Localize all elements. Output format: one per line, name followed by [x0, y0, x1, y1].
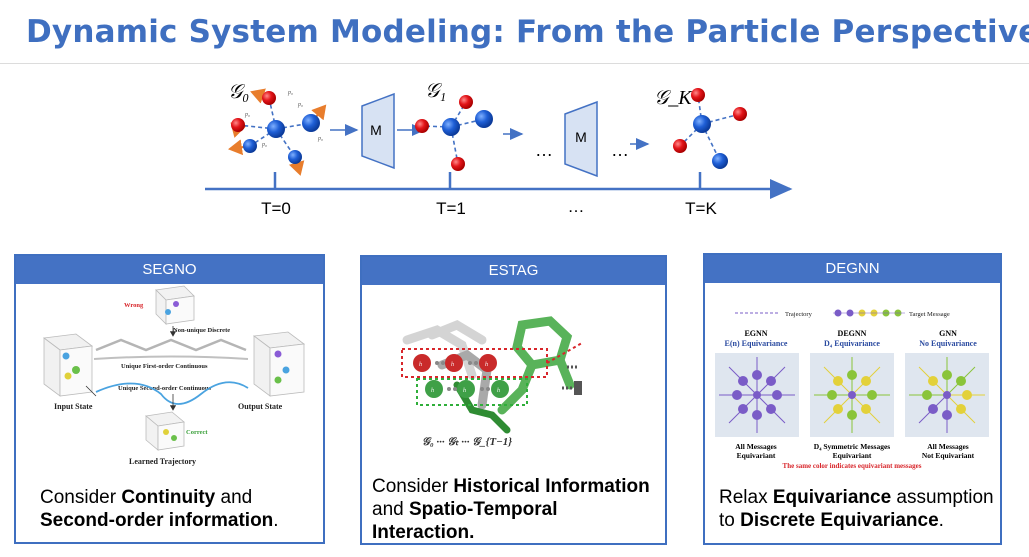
card-segno: SEGNO Wrong Non-unique Discrete Unique F…	[14, 254, 325, 544]
atom-red	[733, 107, 747, 121]
svg-text:h: h	[485, 362, 488, 368]
panel-gnn	[905, 353, 989, 437]
segno-figure: Wrong Non-unique Discrete Unique First-o…	[42, 285, 306, 466]
atom-blue	[475, 110, 493, 128]
wrong-label: Wrong	[124, 302, 144, 309]
momentum-label: p₀	[317, 136, 323, 142]
non-unique-label: Non-unique Discrete	[173, 327, 230, 334]
graph-label-gk: 𝒢_K	[654, 87, 693, 109]
atom-red	[231, 118, 245, 132]
estag-caption: Consider Historical Information and Spat…	[372, 475, 662, 544]
caption-text: Relax	[719, 487, 773, 508]
page-title: Dynamic System Modeling: From the Partic…	[26, 14, 1029, 50]
atom-blue	[288, 150, 302, 164]
caption-text: and	[215, 487, 253, 508]
card-header: DEGNN	[705, 255, 1000, 283]
col-gnn-foot1: All Messages	[927, 442, 969, 451]
caption-bold: Historical Information	[453, 476, 650, 497]
graph-gk: 𝒢_K	[654, 87, 747, 169]
momentum-label: p₀	[287, 90, 293, 96]
atom-blue	[302, 114, 320, 132]
graph-label-g0: 𝒢₀	[228, 81, 249, 103]
atom-center	[442, 118, 460, 136]
card-estag: ESTAG h h h	[360, 255, 667, 545]
caption-text: and	[372, 499, 409, 520]
card-header: ESTAG	[362, 257, 665, 285]
estag-figure: h h h h h h 𝒢₀ ··· 𝒢ₜ ··· 𝒢_{T−1}	[401, 316, 583, 448]
module-m-1: M	[361, 92, 395, 170]
panel-egnn	[715, 353, 799, 437]
module-m-2: M	[564, 100, 598, 178]
col-egnn-title: EGNN	[744, 329, 767, 338]
tick-label-tk: T=K	[685, 199, 717, 218]
atom-red	[459, 95, 473, 109]
legend-target: Target Message	[909, 311, 950, 318]
col-degnn-sub: D₄ Equivariance	[824, 339, 880, 348]
col-degnn-title: DEGNN	[838, 329, 867, 338]
col-degnn-foot1: D₄ Symmetric Messages	[814, 442, 890, 451]
graph-g0: 𝒢₀ p₀ p₀ p₀ p₀ p₀	[228, 81, 327, 176]
caption-bold: Spatio-Temporal Interaction.	[372, 499, 558, 543]
momentum-label: p₀	[297, 102, 303, 108]
card-degnn: DEGNN Trajectory Target Message EGNN E(n…	[703, 253, 1002, 545]
first-order-label: Unique First-order Continuous	[121, 363, 208, 370]
atom-center	[267, 120, 285, 138]
svg-text:h: h	[463, 388, 466, 394]
caption-text: .	[938, 510, 944, 531]
atom-blue	[712, 153, 728, 169]
atom-red	[415, 119, 429, 133]
learned-trajectory-label: Learned Trajectory	[129, 457, 196, 466]
col-degnn-foot2: Equivariant	[833, 451, 872, 460]
atom-blue	[243, 139, 257, 153]
col-egnn-sub: E(n) Equivariance	[725, 339, 788, 348]
correct-label: Correct	[186, 429, 208, 436]
degnn-caption: Relax Equivariance assumption to Discret…	[719, 486, 999, 532]
atom-red	[262, 91, 276, 105]
tick-label-ellipsis: …	[568, 197, 585, 216]
caption-text: assumption to	[719, 487, 994, 531]
caption-text: Consider	[40, 487, 122, 508]
tick-label-t1: T=1	[436, 199, 466, 218]
caption-text: Consider	[372, 476, 454, 497]
atom-red	[673, 139, 687, 153]
ellipsis-2: …	[611, 140, 629, 160]
tick-label-t0: T=0	[261, 199, 291, 218]
col-gnn-title: GNN	[939, 329, 957, 338]
caption-bold: Discrete Equivariance	[740, 510, 939, 531]
module-label: M	[370, 122, 382, 138]
svg-text:h: h	[419, 362, 422, 368]
col-gnn-sub: No Equivariance	[919, 339, 977, 348]
atom-red	[451, 157, 465, 171]
atom-center	[693, 115, 711, 133]
atom-red	[691, 88, 705, 102]
momentum-label: p₀	[244, 112, 250, 118]
title-divider	[0, 63, 1029, 64]
graph-label-g1: 𝒢₁	[425, 80, 446, 102]
equivariance-note: The same color indicates equivariant mes…	[783, 462, 922, 470]
col-egnn-foot2: Equivariant	[737, 451, 776, 460]
input-state-label: Input State	[54, 402, 93, 411]
graph-sequence-label: 𝒢₀ ··· 𝒢ₜ ··· 𝒢_{T−1}	[422, 436, 512, 448]
caption-bold: Second-order information	[40, 510, 274, 531]
svg-text:h: h	[431, 388, 434, 394]
second-order-label: Unique Second-order Continuous	[118, 385, 212, 392]
card-header: SEGNO	[16, 256, 323, 284]
col-gnn-foot2: Not Equivariant	[922, 451, 975, 460]
caption-text: .	[273, 510, 279, 531]
col-egnn-foot1: All Messages	[735, 442, 777, 451]
graph-g1: 𝒢₁	[415, 80, 493, 171]
timeline-diagram: T=0 T=1 … T=K 𝒢₀ p₀ p₀ p₀ p₀ p₀	[205, 80, 793, 218]
panel-degnn	[810, 353, 894, 437]
momentum-label: p₀	[261, 142, 267, 148]
ellipsis-1: …	[535, 140, 553, 160]
legend-trajectory: Trajectory	[785, 311, 813, 318]
svg-text:h: h	[451, 362, 454, 368]
segno-caption: Consider Continuity and Second-order inf…	[40, 486, 310, 532]
degnn-figure: Trajectory Target Message EGNN E(n) Equi…	[715, 309, 989, 470]
svg-text:h: h	[497, 388, 500, 394]
caption-bold: Equivariance	[772, 487, 892, 508]
output-state-label: Output State	[238, 402, 283, 411]
caption-bold: Continuity	[121, 487, 216, 508]
module-label: M	[575, 129, 587, 145]
